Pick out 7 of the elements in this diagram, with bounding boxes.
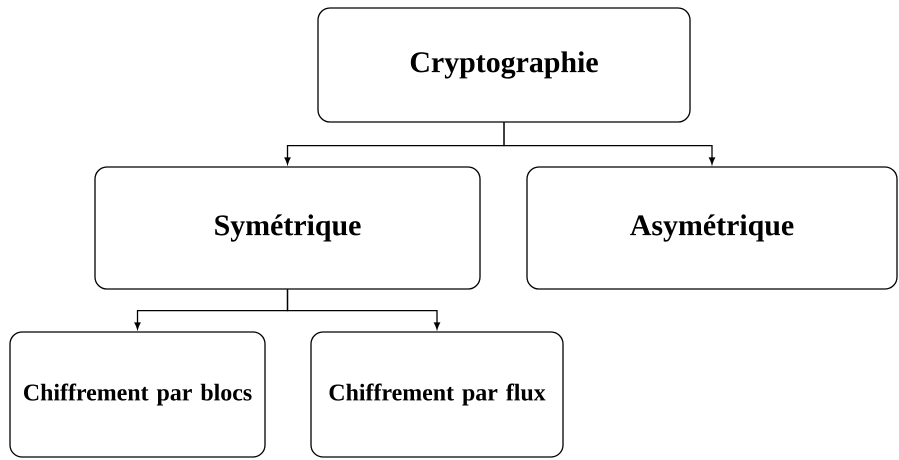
arrow xyxy=(503,122,715,164)
process-box: Asymétrique xyxy=(526,166,898,290)
arrow xyxy=(286,290,440,330)
process-box: Cryptographie xyxy=(317,7,691,123)
process-box: Symétrique xyxy=(94,166,481,290)
process-box: Chiffrement par blocs xyxy=(9,331,266,458)
process-box: Chiffrement par flux xyxy=(310,331,564,458)
